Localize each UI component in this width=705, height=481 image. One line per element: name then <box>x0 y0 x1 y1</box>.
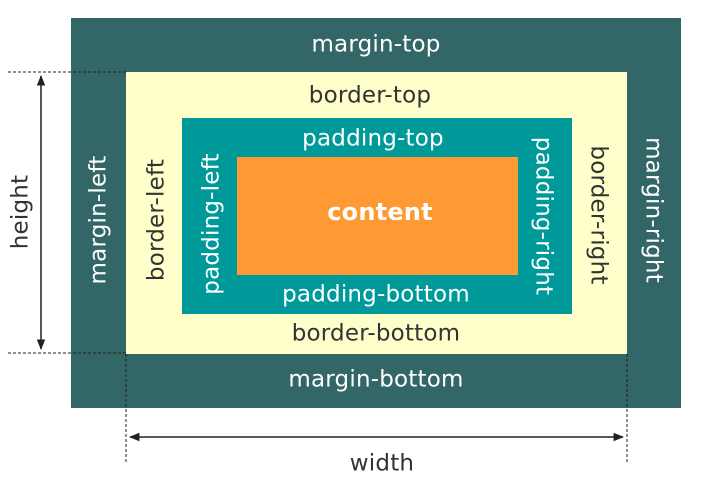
border-bottom-label: border-bottom <box>291 320 461 347</box>
border-top-label: border-top <box>308 82 432 109</box>
margin-bottom-label: margin-bottom <box>288 366 464 393</box>
border-left-label: border-left <box>143 158 170 282</box>
content-label: content <box>327 198 433 226</box>
padding-left-label: padding-left <box>198 153 225 295</box>
content-area <box>237 157 518 275</box>
margin-left-label: margin-left <box>85 155 112 285</box>
width-label: width <box>349 450 415 477</box>
margin-right-label: margin-right <box>640 137 667 283</box>
padding-top-label: padding-top <box>302 125 444 152</box>
height-label: height <box>7 174 34 250</box>
border-right-label: border-right <box>585 145 612 285</box>
padding-bottom-label: padding-bottom <box>282 281 470 308</box>
padding-right-label: padding-right <box>530 136 557 296</box>
margin-top-label: margin-top <box>311 31 441 58</box>
